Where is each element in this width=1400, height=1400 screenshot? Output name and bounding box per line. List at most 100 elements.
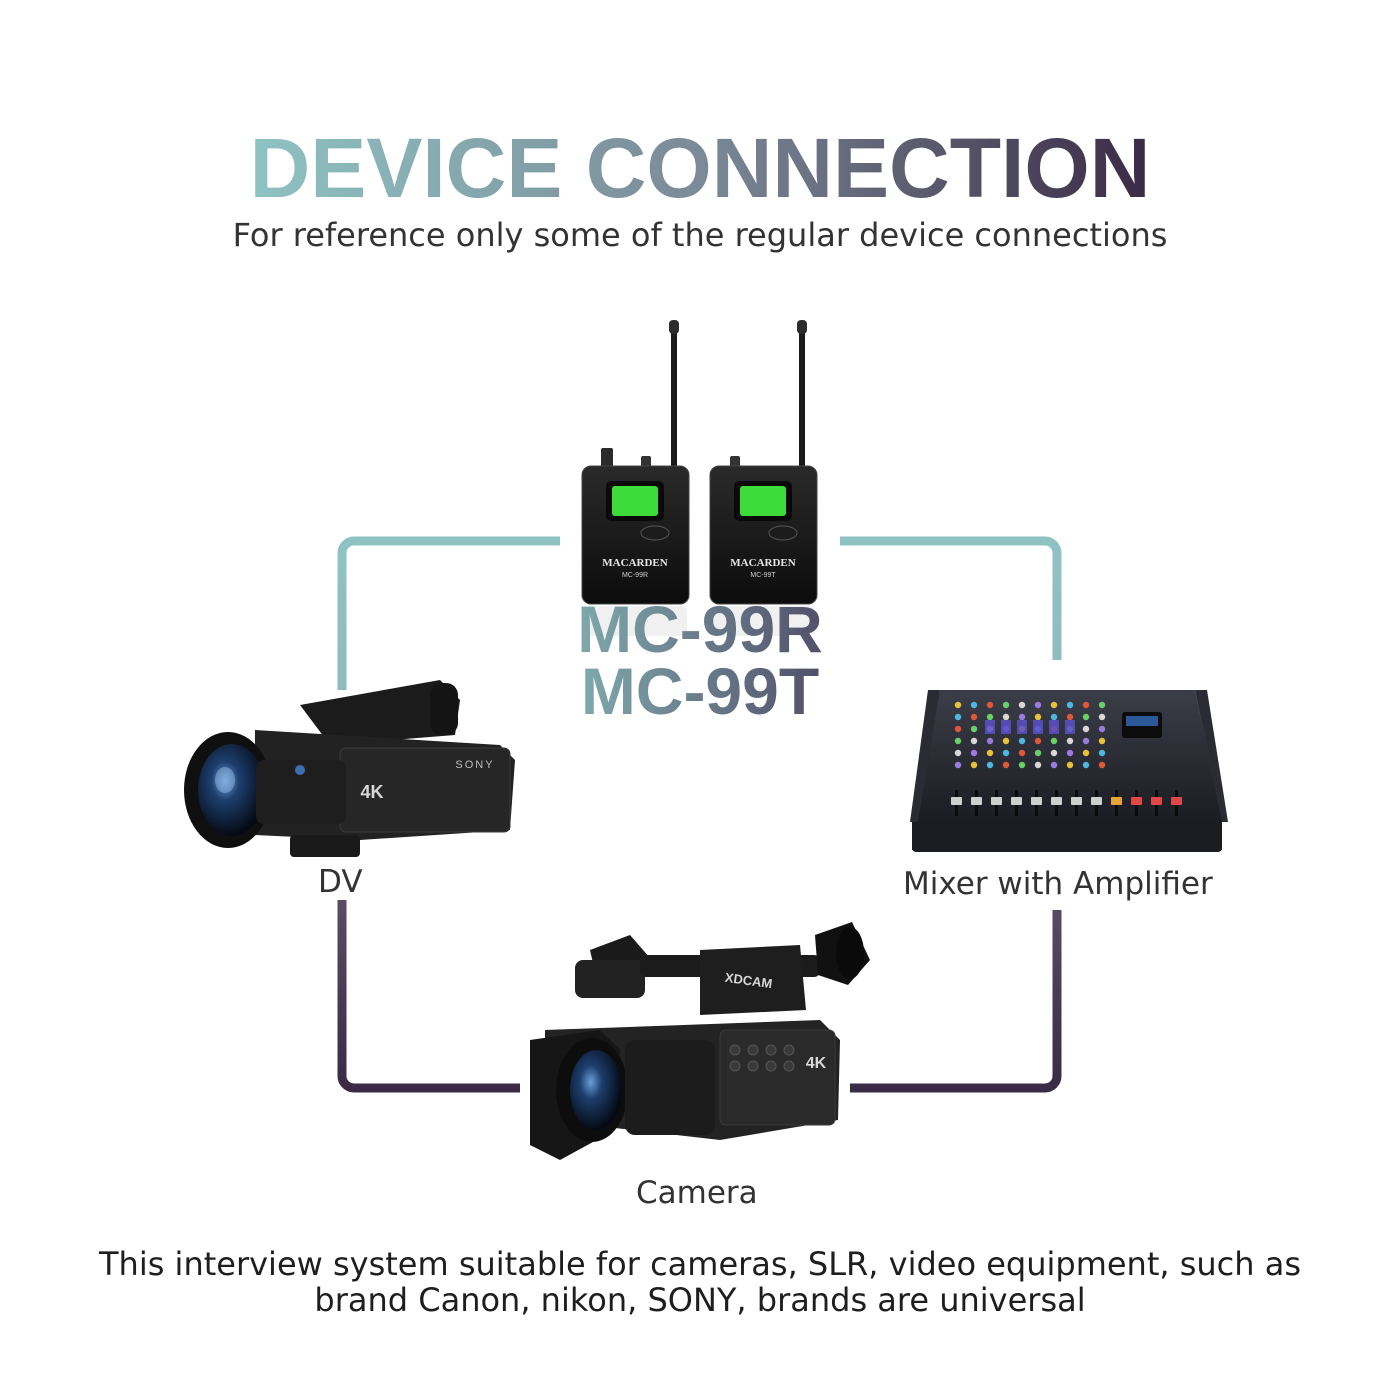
model-line-1: MC-99R — [577, 592, 823, 666]
mixer-knob — [1066, 749, 1074, 757]
mixer-knob — [1034, 761, 1042, 769]
mixer-channel-button — [1049, 720, 1059, 734]
mixer-knob — [954, 725, 962, 733]
mixer-knob — [1002, 701, 1010, 709]
dv-badge-text: 4K — [360, 782, 383, 802]
mixer-channel-button — [1065, 720, 1075, 734]
mixer-knob — [1082, 713, 1090, 721]
mixer-fader — [1051, 797, 1062, 805]
mixer-knob — [1082, 761, 1090, 769]
footer-line-1: This interview system suitable for camer… — [98, 1245, 1301, 1283]
antenna-icon — [799, 325, 805, 470]
mixer-knob — [1018, 737, 1026, 745]
mixer-knob — [970, 725, 978, 733]
camera-button — [783, 1044, 795, 1056]
mixer-knob — [1050, 761, 1058, 769]
mixer-knob — [1066, 701, 1074, 709]
mixer-knob — [1050, 713, 1058, 721]
mixer-fader — [951, 797, 962, 805]
mixer-fader — [1071, 797, 1082, 805]
mixer-label: Mixer with Amplifier — [903, 866, 1213, 902]
pro-camera-image: XDCAM 4K — [530, 922, 870, 1160]
mixer-knob — [1098, 749, 1106, 757]
mixer-fader — [1031, 797, 1042, 805]
mixer-knob — [970, 701, 978, 709]
mixer-channel-button — [985, 720, 995, 734]
mixer-knob — [1082, 737, 1090, 745]
mixer-knob — [1098, 737, 1106, 745]
antenna-icon — [671, 325, 677, 470]
mixer-knob — [970, 749, 978, 757]
mixer-knob — [1034, 737, 1042, 745]
transmitter-model-text: MC-99T — [750, 572, 776, 579]
mixer-knob — [970, 737, 978, 745]
mixer-fader — [991, 797, 1002, 805]
mixer-knob — [1002, 737, 1010, 745]
mixer-knob — [1018, 701, 1026, 709]
camera-button-panel — [729, 1044, 795, 1072]
mixer-fader — [1151, 797, 1162, 805]
lcd-screen — [612, 486, 658, 516]
mixer-knob — [954, 737, 962, 745]
mixer-knob — [1098, 725, 1106, 733]
camera-label: Camera — [636, 1175, 758, 1211]
mixer-knob — [1050, 749, 1058, 757]
camera-button — [729, 1060, 741, 1072]
mixer-fader — [1011, 797, 1022, 805]
wireless-transmitter-unit: MACARDEN MC-99T — [709, 320, 818, 605]
mixer-knob — [986, 761, 994, 769]
mixer-knob — [1002, 713, 1010, 721]
receiver-brand-text: MACARDEN — [602, 557, 667, 569]
camera-button — [747, 1060, 759, 1072]
page-subtitle: For reference only some of the regular d… — [232, 216, 1168, 254]
mixer-knob — [1050, 701, 1058, 709]
mixer-knob — [1018, 749, 1026, 757]
dv-camcorder-image: SONY 4K — [184, 680, 515, 857]
mixer-knob — [1082, 701, 1090, 709]
dv-brand-text: SONY — [455, 759, 494, 771]
mixer-amplifier-image — [910, 690, 1228, 852]
mixer-fader — [971, 797, 982, 805]
mixer-knob — [1034, 749, 1042, 757]
mixer-knob — [1066, 737, 1074, 745]
camera-button — [729, 1044, 741, 1056]
camera-button — [765, 1060, 777, 1072]
mixer-knob — [954, 701, 962, 709]
mixer-knob — [1034, 713, 1042, 721]
mixer-knob — [954, 749, 962, 757]
mixer-knob — [1050, 737, 1058, 745]
mixer-knob — [986, 737, 994, 745]
mixer-fader — [1091, 797, 1102, 805]
camera-button — [783, 1060, 795, 1072]
mixer-knob — [1034, 701, 1042, 709]
mixer-fader — [1111, 797, 1122, 805]
mixer-knob — [986, 701, 994, 709]
camera-button — [747, 1044, 759, 1056]
mixer-knob — [970, 713, 978, 721]
mixer-channel-button — [1033, 720, 1043, 734]
wireless-receiver-unit: MACARDEN MC-99R — [581, 320, 690, 605]
mixer-knob — [986, 713, 994, 721]
camera-badge-text: 4K — [806, 1055, 827, 1072]
receiver-model-text: MC-99R — [622, 572, 648, 579]
mixer-knob — [970, 761, 978, 769]
mixer-knob — [1066, 761, 1074, 769]
footer-line-2: brand Canon, nikon, SONY, brands are uni… — [314, 1281, 1086, 1319]
mixer-knob — [986, 749, 994, 757]
dv-label: DV — [318, 864, 363, 900]
transmitter-brand-text: MACARDEN — [730, 557, 795, 569]
mixer-knob — [1098, 701, 1106, 709]
mixer-channel-strips — [954, 701, 1106, 769]
mixer-knob — [1066, 713, 1074, 721]
mixer-knob — [1082, 725, 1090, 733]
mixer-fader-row — [951, 790, 1182, 816]
mixer-knob — [1098, 761, 1106, 769]
mixer-knob — [954, 761, 962, 769]
mixer-knob — [1002, 749, 1010, 757]
mixer-fader — [1131, 797, 1142, 805]
mixer-knob — [954, 713, 962, 721]
camera-brand-text: XDCAM — [724, 970, 773, 991]
lcd-screen — [740, 486, 786, 516]
page-title: DEVICE CONNECTION — [250, 121, 1151, 215]
